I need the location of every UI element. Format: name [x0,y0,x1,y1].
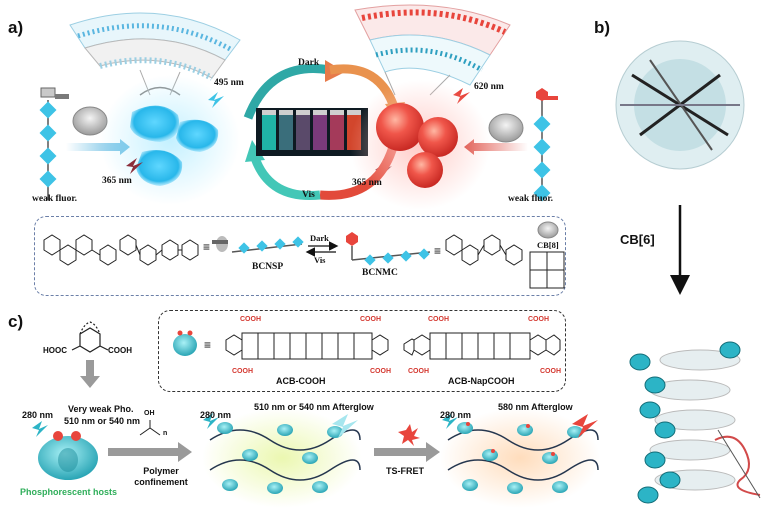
cycle-arrow-top [243,64,331,120]
afterglow-2-bolt-icon [572,414,598,438]
scheme-vis-label: Vis [314,255,326,265]
phosphorescent-hosts-label: Phosphorescent hosts [20,487,118,497]
excitation-365-left-label: 365 nm [102,176,132,186]
panel-label-a: a) [8,18,24,37]
cooh-label-1: COOH [240,316,261,323]
bcnmc-label: BCNMC [362,268,398,278]
arrow-right-to-red [464,139,528,155]
cb8-cup-right [488,113,524,143]
poly-oh-label: OH [144,410,155,417]
dark-label: Dark [298,58,320,68]
vis-label: Vis [302,190,315,200]
exc-280-3-label: 280 nm [440,410,472,420]
very-weak-wl-label: 510 nm or 540 nm [64,416,141,426]
bcnsp-label: BCNSP [252,262,284,272]
lightning-280-3-icon [442,413,458,429]
scheme-box [34,216,566,296]
micelle-sphere [615,40,745,170]
blue-particle-2 [176,119,219,152]
equiv-symbol-2: ≡ [434,244,442,258]
scheme-dark-label: Dark [310,233,329,243]
poly-n-label: n [163,430,168,437]
afterglow-2-label: 580 nm Afterglow [498,402,573,412]
cb8-label: CB[8] [537,240,559,250]
acb-structure-box [158,310,566,392]
red-particle-2 [418,117,458,157]
blue-particle-3 [136,149,183,186]
cooh-label-5: COOH [428,316,449,323]
lightning-280-1-icon [32,421,48,437]
cooh-label-2: COOH [360,316,381,323]
cb6-label: CB[6] [620,232,655,247]
tsfret-burst-icon [398,424,420,446]
cooh-label-8: COOH [540,368,561,375]
gray-down-arrow [80,360,100,388]
panel-label-c: c) [8,312,24,331]
cb6-helix-assembly [629,341,761,504]
cooh-label-4: COOH [370,368,391,375]
vial-photo [256,108,368,156]
emission-620-label: 620 nm [474,82,504,92]
cooh-label-3: COOH [232,368,253,375]
exc-280-1-label: 280 nm [22,410,54,420]
red-particle-3 [407,152,443,188]
equiv-symbol-1: ≡ [203,240,211,254]
blue-particle-1 [130,105,180,142]
emission-495-label: 495 nm [214,78,244,88]
cooh-label-6: COOH [528,316,549,323]
acb-napcooh-label: ACB-NapCOOH [448,376,515,386]
red-particle-1 [376,103,424,151]
tsfret-label: TS-FRET [386,466,424,476]
very-weak-label: Very weak Pho. [68,404,134,414]
acb-cooh-label: ACB-COOH [276,376,326,386]
acb-equiv-symbol: ≡ [204,338,212,352]
red-fan-assembly [354,4,511,96]
right-polymer-chain [533,88,558,202]
excitation-365-right-label: 365 nm [352,178,382,188]
left-mol-hooc: HOOC [43,346,67,355]
left-mol-cooh: COOH [108,346,132,355]
polymer-confinement-arrow [108,442,192,462]
panel-label-b: b) [594,18,611,37]
tsfret-arrow [374,442,440,462]
afterglow-1-label: 510 nm or 540 nm Afterglow [254,402,374,412]
weak-fluor-left-label: weak fluor. [32,194,78,204]
lightning-280-2-icon [203,413,219,429]
polymer-confinement-label: Polymer confinement [134,466,188,487]
lightning-365-left-icon [126,158,143,174]
weak-fluor-right-label: weak fluor. [508,194,554,204]
lightning-495-icon [208,92,224,108]
cooh-label-7: COOH [408,368,429,375]
exc-280-2-label: 280 nm [200,410,232,420]
afterglow-1-bolt-icon [332,414,358,438]
